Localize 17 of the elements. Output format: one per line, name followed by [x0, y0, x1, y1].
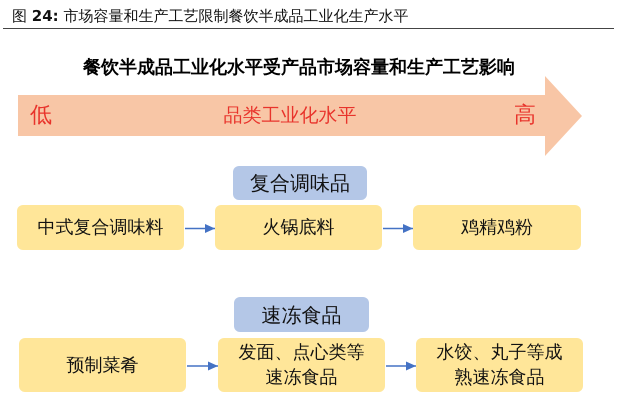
arrow-label: 品类工业化水平	[224, 104, 356, 128]
arrow	[383, 224, 413, 233]
scale-label: 高	[514, 102, 536, 130]
figure-title: 图 24: 市场容量和生产工艺限制餐饮半成品工业化生产水平	[12, 6, 408, 27]
product-box: 火锅底料	[215, 205, 382, 250]
product-box: 中式复合调味料	[17, 205, 184, 250]
arrow	[185, 224, 215, 233]
scale-label: 低	[30, 102, 52, 130]
heading: 餐饮半成品工业化水平受产品市场容量和生产工艺影响	[83, 56, 515, 80]
product-box: 发面、点心类等速冻食品	[218, 338, 385, 392]
arrow	[386, 362, 416, 370]
product-box: 水饺、丸子等成熟速冻食品	[416, 338, 583, 392]
arrow	[187, 362, 218, 370]
category-box: 复合调味品	[233, 166, 367, 200]
category-box: 速冻食品	[234, 297, 369, 332]
product-box: 鸡精鸡粉	[413, 205, 581, 250]
product-box: 预制菜肴	[19, 338, 186, 392]
